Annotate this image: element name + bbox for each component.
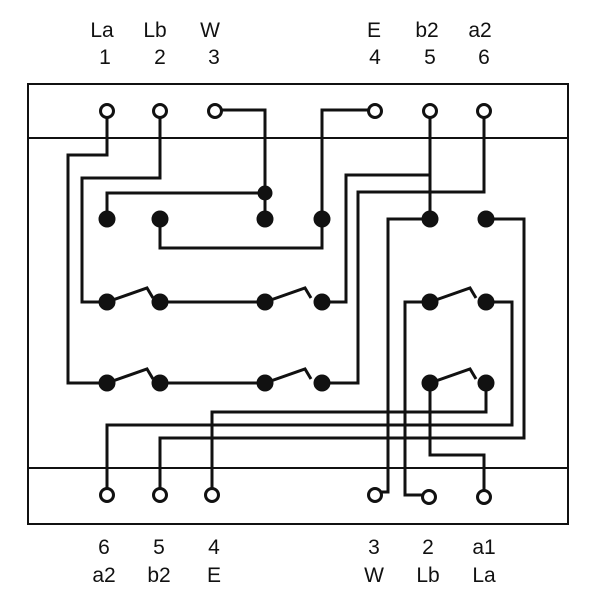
top-label-lb: Lb bbox=[143, 19, 166, 42]
node-r2-2 bbox=[151, 293, 169, 311]
node-r2-6 bbox=[477, 293, 495, 311]
top-labels: La 1 Lb 2 W 3 E 4 b2 5 a2 6 bbox=[90, 19, 491, 69]
top-label-e: E bbox=[367, 19, 381, 42]
nodes bbox=[98, 185, 495, 392]
outer-frame bbox=[27, 83, 569, 525]
bottom-label-la: La bbox=[472, 564, 496, 587]
bottom-terminal-2 bbox=[421, 489, 437, 505]
node-r1-3 bbox=[256, 210, 274, 228]
contact-row2-right bbox=[429, 286, 478, 304]
top-label-2: 2 bbox=[154, 46, 166, 69]
switch-contacts bbox=[106, 286, 478, 385]
node-r3-5 bbox=[421, 374, 439, 392]
wire-w bbox=[222, 108, 267, 219]
bottom-label-e: E bbox=[207, 564, 221, 587]
node-r3-3 bbox=[256, 374, 274, 392]
wire-bottom-lb bbox=[403, 300, 430, 497]
node-r3-4 bbox=[313, 374, 331, 392]
node-r1-5 bbox=[421, 210, 439, 228]
bottom-labels: 6 a2 5 b2 4 E 3 W 2 Lb a1 La bbox=[92, 536, 496, 587]
bottom-label-lb: Lb bbox=[416, 564, 439, 587]
top-label-a2: a2 bbox=[468, 19, 491, 42]
bottom-terminal-5 bbox=[152, 487, 168, 503]
contact-row2-left bbox=[106, 286, 155, 304]
bottom-terminal-4 bbox=[204, 487, 220, 503]
top-label-w: W bbox=[200, 19, 220, 42]
contact-row3-mid bbox=[264, 367, 313, 385]
wire-bottom-e bbox=[210, 383, 488, 493]
node-r3-6 bbox=[477, 374, 495, 392]
top-label-b2: b2 bbox=[415, 19, 438, 42]
bottom-label-5: 5 bbox=[153, 536, 165, 559]
wire-lb bbox=[80, 118, 162, 304]
bottom-label-a2: a2 bbox=[92, 564, 115, 587]
wire-bottom-w bbox=[375, 217, 430, 494]
node-r1-1 bbox=[98, 210, 116, 228]
bottom-label-a1: a1 bbox=[472, 536, 495, 559]
node-r2-1 bbox=[98, 293, 116, 311]
bottom-label-b2: b2 bbox=[147, 564, 170, 587]
wire-la bbox=[66, 118, 109, 385]
bottom-label-4: 4 bbox=[208, 536, 220, 559]
top-terminal-2 bbox=[152, 103, 168, 119]
junction-node bbox=[257, 185, 273, 201]
top-terminal-6 bbox=[476, 103, 492, 119]
wire-e bbox=[320, 108, 368, 219]
wire-a2 bbox=[322, 118, 486, 385]
wire-w-branch bbox=[105, 191, 265, 219]
frame bbox=[27, 83, 569, 525]
wires bbox=[66, 108, 526, 497]
wire-bottom-la bbox=[428, 383, 486, 493]
bottom-terminal-6 bbox=[99, 487, 115, 503]
wire-b2 bbox=[322, 118, 432, 304]
top-terminal-1 bbox=[99, 103, 115, 119]
node-r1-4 bbox=[313, 210, 331, 228]
bottom-label-2: 2 bbox=[422, 536, 434, 559]
top-terminal-4 bbox=[367, 103, 383, 119]
contact-row2-mid bbox=[264, 286, 313, 304]
node-r1-2 bbox=[151, 210, 169, 228]
top-label-3: 3 bbox=[208, 46, 220, 69]
bottom-label-3: 3 bbox=[368, 536, 380, 559]
top-terminal-5 bbox=[422, 103, 438, 119]
bottom-label-6: 6 bbox=[98, 536, 110, 559]
node-r2-4 bbox=[313, 293, 331, 311]
top-terminal-3 bbox=[207, 103, 223, 119]
contact-row3-left bbox=[106, 367, 155, 385]
bottom-label-w: W bbox=[364, 564, 384, 587]
node-r1-6 bbox=[477, 210, 495, 228]
bottom-terminal-1 bbox=[476, 489, 492, 505]
terminals bbox=[99, 103, 492, 505]
node-r2-5 bbox=[421, 293, 439, 311]
bottom-terminal-3 bbox=[367, 487, 383, 503]
wire-right-loop bbox=[158, 217, 526, 493]
top-label-6: 6 bbox=[478, 46, 490, 69]
node-r3-2 bbox=[151, 374, 169, 392]
top-label-1: 1 bbox=[99, 46, 111, 69]
top-label-4: 4 bbox=[369, 46, 381, 69]
node-r3-1 bbox=[98, 374, 116, 392]
node-r2-3 bbox=[256, 293, 274, 311]
top-label-5: 5 bbox=[424, 46, 436, 69]
top-label-la: La bbox=[90, 19, 114, 42]
wire-e-branch bbox=[158, 219, 324, 250]
contact-row3-right bbox=[429, 367, 478, 385]
wire-row2-right bbox=[105, 300, 514, 493]
